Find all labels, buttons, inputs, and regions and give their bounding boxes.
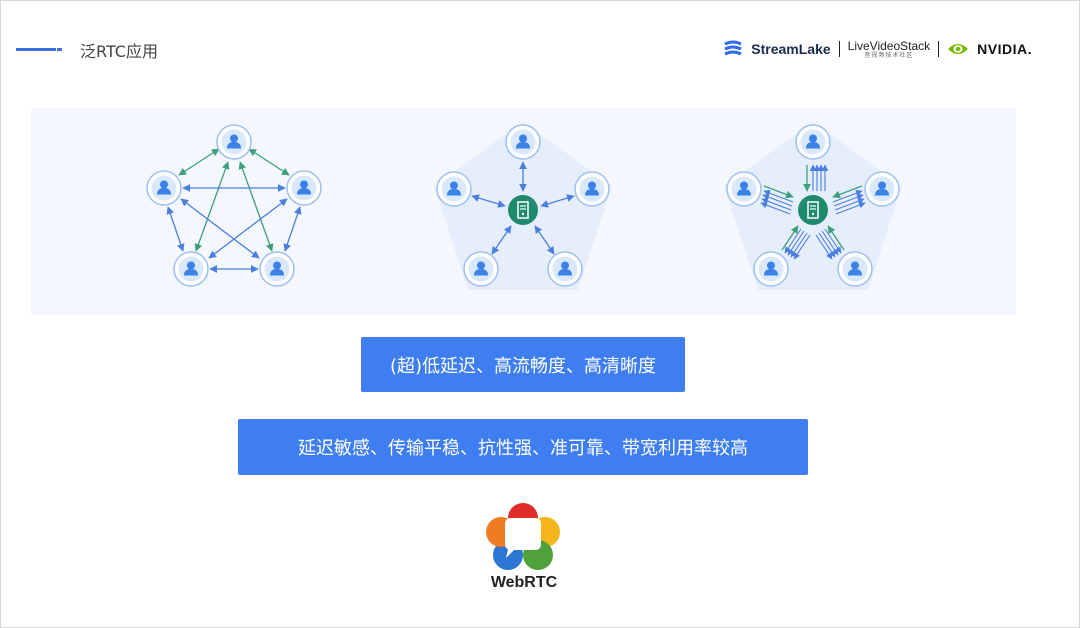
- user-icon: [436, 171, 472, 207]
- user-icon: [547, 251, 583, 287]
- server-icon: [797, 194, 829, 226]
- user-icon: [795, 124, 831, 160]
- user-icon: [463, 251, 499, 287]
- user-icon: [216, 124, 252, 160]
- mesh-link: [248, 148, 290, 176]
- mcu-downlink: [815, 234, 833, 260]
- partner-logos: StreamLake LiveVideoStack 音视频技术社区 NVIDIA…: [723, 36, 1032, 62]
- user-icon: [259, 251, 295, 287]
- user-icon: [753, 251, 789, 287]
- feature-box-transport: 延迟敏感、传输平稳、抗性强、准可靠、带宽利用率较高: [238, 419, 808, 475]
- user-icon: [173, 251, 209, 287]
- feature-box-latency: (超)低延迟、高流畅度、高清晰度: [361, 337, 685, 392]
- page-title: 泛RTC应用: [80, 42, 158, 61]
- user-icon: [505, 124, 541, 160]
- title-accent-dot: [57, 48, 62, 51]
- mesh-link: [178, 148, 220, 176]
- mesh-link: [238, 161, 274, 252]
- mesh-link: [208, 198, 288, 259]
- mesh-topology: [146, 124, 322, 287]
- mesh-link: [194, 161, 230, 252]
- mcu-uplink: [763, 185, 794, 199]
- sfu-link: [491, 225, 512, 255]
- server-icon: [507, 194, 539, 226]
- streamlake-logo-icon: [724, 40, 742, 56]
- livevideostack-logo-text: LiveVideoStack: [847, 38, 931, 53]
- user-icon: [574, 171, 610, 207]
- user-icon: [726, 171, 762, 207]
- sfu-link: [471, 194, 506, 208]
- livevideostack-logo: LiveVideoStack 音视频技术社区: [848, 40, 931, 59]
- mcu-downlink: [833, 194, 864, 207]
- mcu-downlink: [835, 202, 866, 215]
- mcu-uplink: [832, 185, 863, 199]
- user-icon: [837, 251, 873, 287]
- mcu-uplink: [781, 225, 799, 251]
- mcu-topology: [724, 122, 902, 290]
- mcu-downlink: [761, 198, 792, 211]
- streamlake-logo: StreamLake: [751, 41, 831, 57]
- mcu-downlink: [834, 198, 865, 211]
- user-icon: [146, 170, 182, 206]
- title-accent-line: [16, 48, 56, 51]
- mcu-downlink: [832, 190, 863, 203]
- webrtc-label: WebRTC: [490, 574, 558, 591]
- user-icon: [286, 170, 322, 206]
- mcu-downlink: [760, 202, 791, 215]
- sfu-link: [540, 194, 575, 208]
- mcu-downlink: [793, 234, 811, 260]
- mcu-downlink: [762, 194, 793, 207]
- livevideostack-logo-subtext: 音视频技术社区: [864, 52, 914, 59]
- logo-separator: [838, 41, 840, 57]
- sfu-link: [534, 225, 555, 255]
- webrtc-logo-icon: [486, 503, 560, 570]
- mcu-uplink: [827, 225, 845, 251]
- nvidia-eye-icon: [948, 44, 969, 54]
- nvidia-logo: NVIDIA.: [977, 41, 1032, 57]
- mesh-link: [283, 206, 302, 252]
- logo-separator: [938, 41, 940, 57]
- mcu-downlink: [763, 190, 794, 203]
- mesh-link: [166, 206, 185, 252]
- user-icon: [864, 171, 900, 207]
- sfu-topology: [434, 122, 612, 290]
